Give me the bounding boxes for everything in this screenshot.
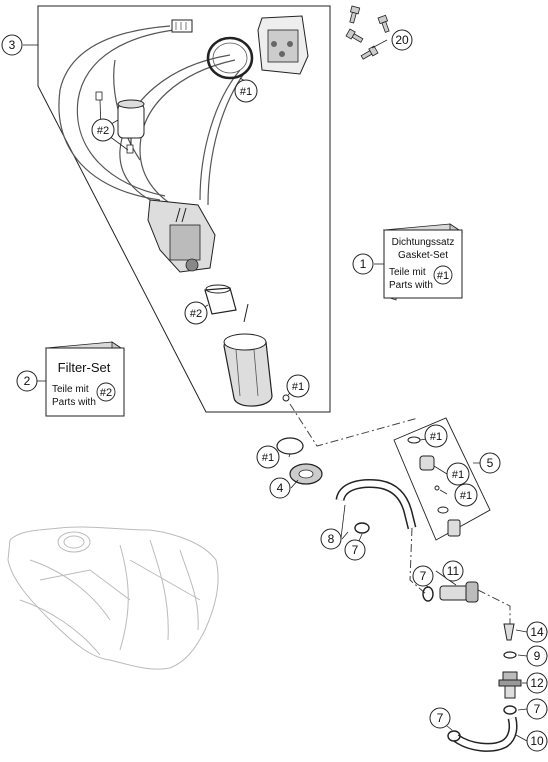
- ref-h1-left: #1: [262, 452, 274, 464]
- callout-5: 5: [487, 456, 494, 470]
- callout-7-c: 7: [534, 702, 541, 716]
- gasket-box-title-1: Dichtungssatz: [392, 237, 455, 248]
- dash-dot-path-3: [477, 589, 511, 628]
- electrical-connector: [171, 19, 193, 33]
- callout-7-a: 7: [352, 543, 359, 557]
- callout-7-b: 7: [420, 569, 427, 583]
- fuel-filter-inline: [117, 99, 145, 152]
- callout-10: 10: [530, 734, 544, 748]
- connector-parts: [407, 436, 461, 537]
- flange-bolts: [345, 5, 390, 60]
- ref-h1-top: #1: [240, 86, 252, 98]
- callout-11: 11: [447, 564, 460, 578]
- callout-2: 2: [24, 374, 31, 388]
- filter-box-parts-1: Teile mit: [52, 384, 89, 395]
- gasket-box-title-2: Gasket-Set: [398, 250, 448, 261]
- callout-1: 1: [360, 257, 367, 271]
- quick-connector-11: [439, 581, 479, 603]
- dash-dot-path-2: [409, 527, 427, 595]
- ref-h2-upper: #2: [97, 125, 109, 137]
- clamp-7-a: [354, 522, 370, 534]
- ref-h1-r1: #1: [430, 431, 442, 443]
- callout-9: 9: [534, 649, 541, 663]
- filter-set-box: Filter-Set Teile mit Parts with #2: [44, 341, 126, 417]
- filter-clip-top: [95, 91, 103, 101]
- seal-4: [289, 463, 323, 485]
- callout-7-d: 7: [437, 711, 444, 725]
- flange-gasket-ring: [206, 36, 254, 80]
- callout-12: 12: [530, 676, 544, 690]
- callout-3: 3: [9, 38, 16, 52]
- ref-h1-r3: #1: [460, 490, 472, 502]
- callout-numbers: 3 20 1 2 4 5 8 7 7 11 14 9 12 7 10 7: [1, 29, 548, 752]
- filter-box-title: Filter-Set: [58, 360, 111, 375]
- part-14: [503, 623, 515, 641]
- dash-dot-path: [289, 403, 419, 447]
- pump-flange: [257, 15, 309, 75]
- gasket-set-box: Dichtungssatz Gasket-Set Teile mit Parts…: [382, 223, 464, 301]
- filter-box-ref: #2: [100, 387, 112, 399]
- callout-8: 8: [328, 532, 335, 546]
- callout-14: 14: [530, 625, 544, 639]
- fuel-pump-assembly-outline: [37, 5, 331, 413]
- leader-lines: [99, 39, 528, 742]
- o-ring-9: [503, 651, 517, 659]
- nipple-12: [498, 671, 522, 699]
- gasket-box-parts-2: Parts with: [389, 280, 433, 291]
- pump-canister: [223, 303, 290, 407]
- ref-h1-tank: #1: [292, 381, 304, 393]
- connector-parts-outline: [393, 417, 491, 541]
- filter-sleeve: [204, 284, 237, 315]
- clamp-7-c: [503, 705, 517, 715]
- fuel-lines: [58, 25, 246, 213]
- callout-4: 4: [277, 481, 284, 495]
- o-ring: [276, 437, 304, 455]
- clamp-7-d: [447, 730, 461, 742]
- filter-box-parts-2: Parts with: [52, 397, 96, 408]
- gasket-box-parts-1: Teile mit: [389, 267, 426, 278]
- callout-20: 20: [395, 33, 409, 47]
- filter-clip-bottom: [126, 144, 134, 154]
- fuel-tank: [7, 526, 219, 670]
- clamp-7-b: [422, 586, 434, 602]
- ref-h2-mid: #2: [190, 308, 202, 320]
- gasket-box-ref: #1: [437, 270, 449, 282]
- fuel-pump-body: [147, 199, 216, 273]
- ref-h1-r2: #1: [452, 469, 464, 481]
- hash-refs: #1 #2 #2 #1 #1 #1 #1 #1: [91, 79, 478, 507]
